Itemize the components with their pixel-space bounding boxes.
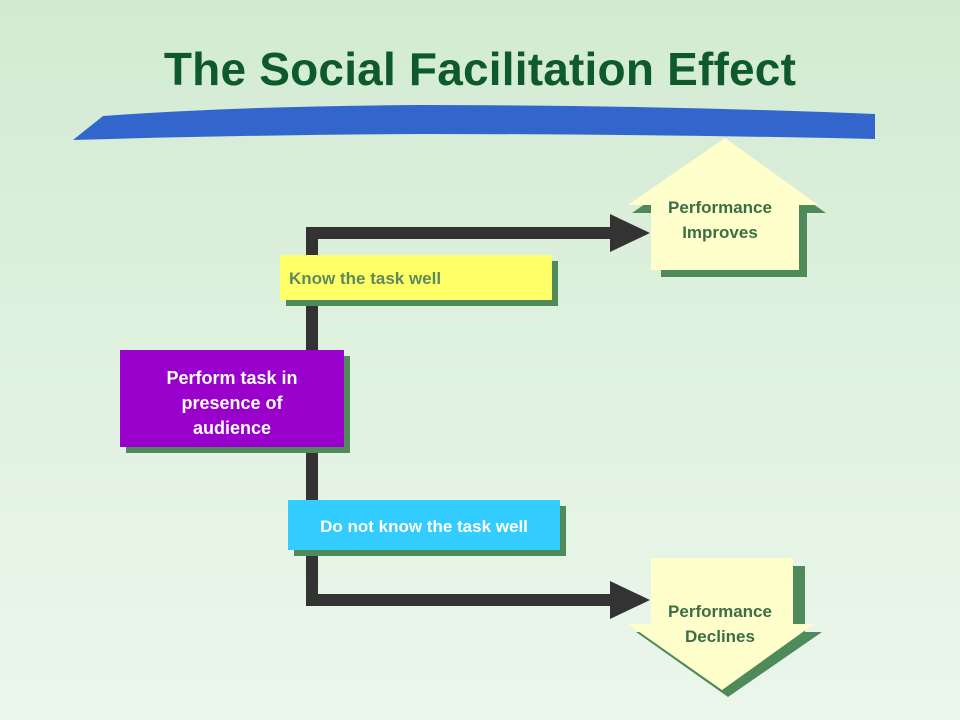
improves-line2: Improves: [682, 223, 758, 242]
declines-arrow-face: [628, 558, 814, 690]
slide-title: The Social Facilitation Effect: [163, 43, 797, 95]
performance-improves-arrow: Performance Improves: [628, 138, 826, 277]
improves-arrow-face: [628, 138, 818, 270]
know-task-box-face: [280, 255, 552, 300]
start-box-face: [120, 350, 344, 447]
start-box: Perform task in presence of audience: [120, 350, 350, 453]
performance-declines-arrow: Performance Declines: [628, 558, 822, 697]
dont-know-task-box-face: [288, 500, 560, 550]
start-box-line2: presence of: [181, 393, 283, 413]
know-task-box: Know the task well: [280, 255, 558, 306]
improves-line1: Performance: [668, 198, 772, 217]
dont-know-task-label: Do not know the task well: [320, 517, 528, 536]
know-task-label: Know the task well: [289, 269, 441, 288]
top-connector: [306, 227, 612, 350]
declines-line2: Declines: [685, 627, 755, 646]
title-underline-banner: [73, 105, 875, 140]
declines-line1: Performance: [668, 602, 772, 621]
bottom-arrowhead: [610, 581, 650, 619]
dont-know-task-box: Do not know the task well: [288, 500, 566, 556]
start-box-line3: audience: [193, 418, 271, 438]
top-arrowhead: [610, 214, 650, 252]
start-box-line1: Perform task in: [166, 368, 297, 388]
